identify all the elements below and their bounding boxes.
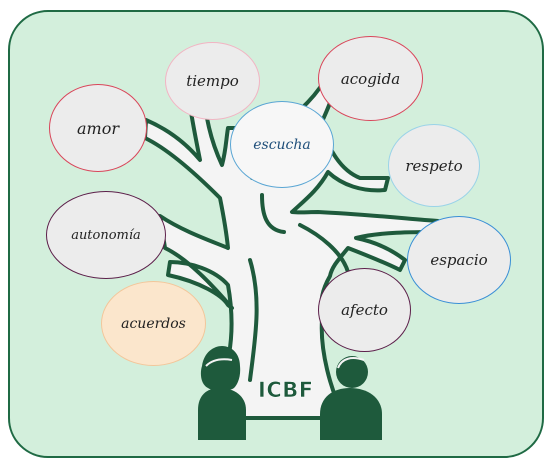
value-bubble-acuerdos: acuerdos xyxy=(101,281,206,366)
brand-logo-text: ICBF xyxy=(258,378,314,403)
branch-line xyxy=(260,193,286,234)
value-bubble-respeto: respeto xyxy=(388,124,480,207)
branch-line xyxy=(248,258,259,382)
value-label: afecto xyxy=(341,301,388,319)
value-label: acuerdos xyxy=(121,315,186,332)
branch-line xyxy=(298,223,350,274)
value-label: autonomía xyxy=(71,227,141,243)
woman-silhouette-icon xyxy=(198,346,246,440)
value-label: tiempo xyxy=(186,72,239,90)
value-bubble-espacio: espacio xyxy=(407,216,511,304)
value-bubble-amor: amor xyxy=(49,84,147,172)
value-bubble-tiempo: tiempo xyxy=(165,42,260,120)
value-label: amor xyxy=(77,118,119,138)
value-bubble-afecto: afecto xyxy=(318,268,411,352)
value-label: acogida xyxy=(340,69,401,88)
value-bubble-acogida: acogida xyxy=(318,36,423,121)
value-bubble-autonomia: autonomía xyxy=(46,191,166,279)
value-label: escucha xyxy=(253,136,311,153)
man-silhouette-icon xyxy=(320,356,382,440)
value-bubble-escucha: escucha xyxy=(230,101,334,188)
value-label: espacio xyxy=(430,251,488,269)
value-label: respeto xyxy=(405,156,463,175)
